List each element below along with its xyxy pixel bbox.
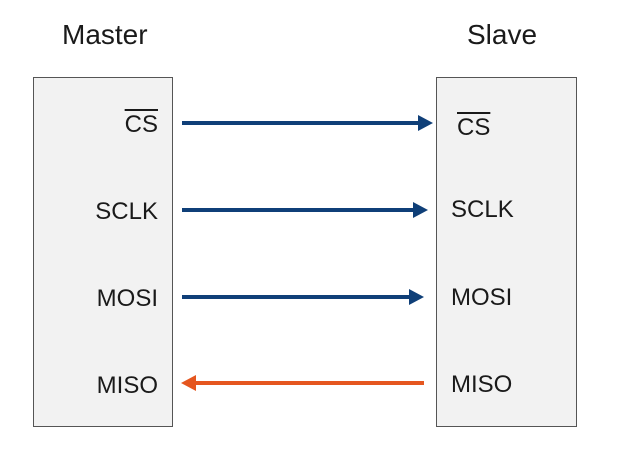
master-sclk-label: SCLK [95, 198, 158, 225]
slave-sclk-label: SCLK [451, 196, 514, 223]
sclk-arrow [182, 202, 428, 218]
master-block [33, 77, 173, 427]
master-miso-label: MISO [96, 372, 158, 399]
slave-miso-label: MISO [451, 371, 513, 398]
slave-cs-label: CS [457, 114, 491, 141]
slave-mosi-label: MOSI [451, 284, 513, 311]
cs-arrow [182, 115, 433, 131]
master-title: Master [62, 19, 148, 50]
slave-block [436, 77, 577, 427]
master-mosi-label: MOSI [96, 285, 158, 312]
master-cs-label: CS [124, 111, 158, 138]
mosi-arrow [182, 289, 424, 305]
miso-arrow [181, 375, 424, 391]
slave-title: Slave [467, 19, 538, 50]
